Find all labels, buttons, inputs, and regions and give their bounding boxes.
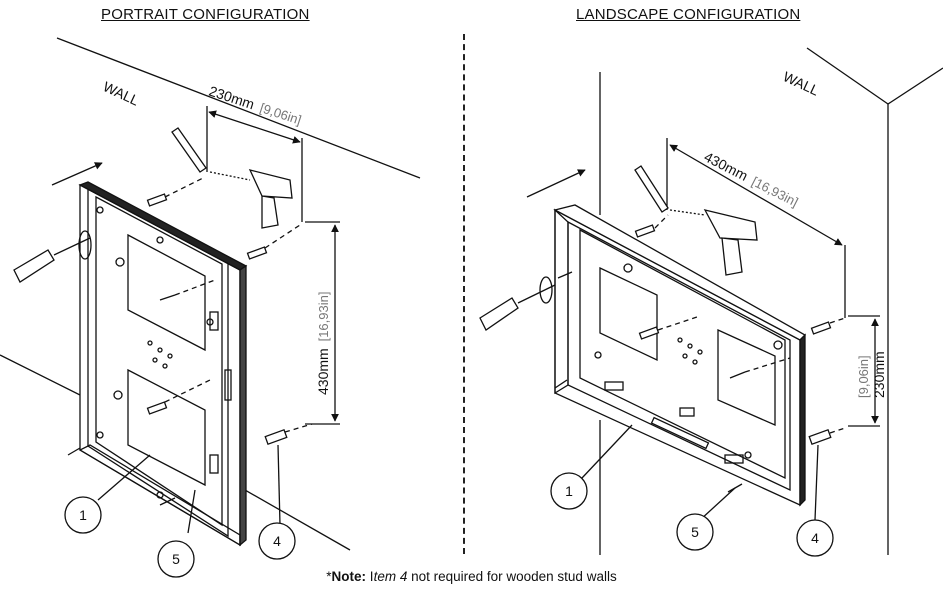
portrait-wall-line (56, 37, 421, 179)
portrait-screwdriver-icon (13, 230, 92, 283)
note-heading: Note: (331, 569, 367, 584)
landscape-heading: LANDSCAPE CONFIGURATION (576, 6, 801, 23)
portrait-callout-4-label: 4 (273, 533, 281, 549)
landscape-bracket (553, 204, 807, 507)
portrait-callout-1 (64, 496, 102, 534)
portrait-callout-leader (277, 444, 281, 526)
landscape-dim-vertical-inch: [9,06in] (856, 355, 871, 398)
landscape-alignment-guides (654, 214, 846, 434)
portrait-callout-leader (187, 489, 196, 534)
landscape-dim-vertical-label: 230mm (871, 351, 887, 398)
note-asterisk: * (326, 569, 332, 584)
portrait-callout-1-label: 1 (79, 507, 87, 523)
portrait-callout-5 (157, 540, 195, 578)
landscape-callout-5-label: 5 (691, 524, 699, 540)
portrait-callout-4 (258, 522, 296, 560)
portrait-dim-vertical-label: 430mm (315, 348, 331, 395)
landscape-wall-line (887, 67, 943, 105)
note-text-start: I (366, 569, 374, 584)
landscape-callout-4 (796, 519, 834, 557)
landscape-callout-leader (699, 487, 736, 521)
landscape-callout-1-label: 1 (565, 483, 573, 499)
note-item-reference: tem 4 (373, 569, 408, 584)
svg-text:430mm [16,93in]: 430mm [16,93in] (702, 148, 801, 209)
landscape-callout-leader (814, 444, 819, 521)
portrait-wall-plugs (146, 193, 288, 446)
portrait-screws (67, 294, 176, 506)
svg-text:230mm [9,06in]: 230mm [9,06in] (207, 83, 303, 128)
portrait-motion-arrow (51, 162, 103, 186)
portrait-alignment-guides (164, 176, 313, 433)
portrait-dim-horizontal-label: 230mm (207, 83, 256, 113)
installation-note: *Note: Item 4 not required for wooden st… (0, 569, 943, 584)
portrait-wall-label: WALL (101, 78, 142, 108)
landscape-screwdriver-icon (479, 276, 556, 331)
portrait-pencil-icon (171, 127, 207, 173)
portrait-dim-horizontal-inch: [9,06in] (258, 100, 303, 127)
landscape-dim-horizontal (669, 144, 843, 246)
configuration-divider (463, 34, 465, 554)
portrait-drill-icon (209, 169, 293, 229)
landscape-callout-4-label: 4 (811, 530, 819, 546)
landscape-wall-line (806, 47, 889, 105)
landscape-callout-1 (550, 472, 588, 510)
portrait-heading: PORTRAIT CONFIGURATION (101, 6, 310, 23)
portrait-callout-leader (97, 454, 151, 501)
portrait-dim-vertical-inch: [16,93in] (316, 292, 331, 342)
note-text-end: not required for wooden stud walls (407, 569, 617, 584)
portrait-dim-horizontal (208, 110, 301, 144)
landscape-callout-leader (581, 424, 633, 479)
portrait-anchor-item-4 (264, 428, 288, 446)
svg-text:[9,06in]: [9,06in] (856, 355, 871, 398)
portrait-diagram (0, 37, 421, 578)
landscape-anchor-item-4 (808, 428, 832, 446)
landscape-pencil-icon (634, 165, 669, 213)
landscape-diagram (479, 47, 943, 557)
landscape-dim-horizontal-inch: [16,93in] (749, 174, 800, 210)
portrait-bracket (78, 181, 248, 547)
landscape-motion-arrow (526, 169, 586, 198)
portrait-callout-5-label: 5 (172, 551, 180, 567)
landscape-drill-icon (669, 209, 758, 276)
landscape-wall-label: WALL (781, 68, 822, 98)
svg-text:430mm [16,93in]: 430mm [16,93in] (315, 292, 331, 395)
landscape-callout-5 (676, 513, 714, 551)
portrait-wall-line (0, 354, 91, 401)
landscape-dim-horizontal-label: 430mm (702, 148, 751, 183)
landscape-wall-plugs (634, 224, 832, 446)
